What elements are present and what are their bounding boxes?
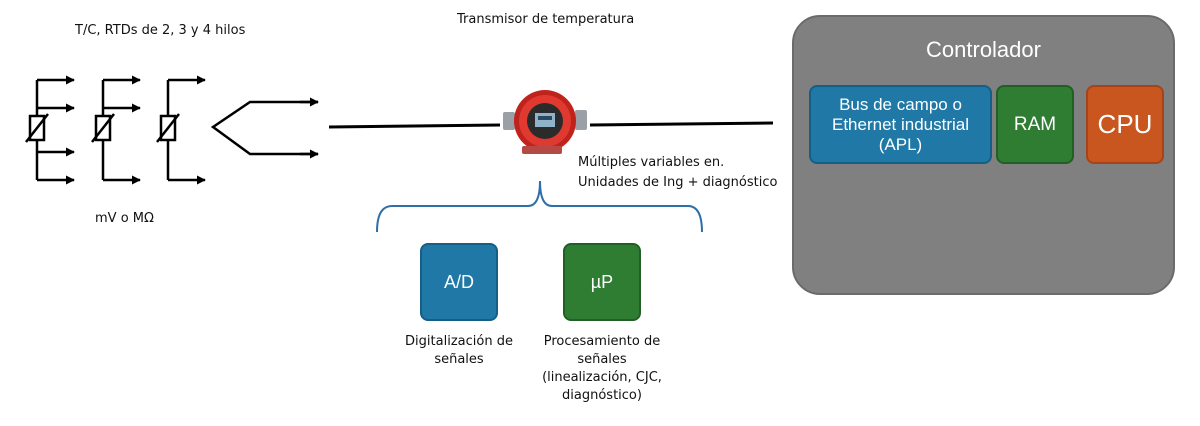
cpu-block-label: CPU xyxy=(1097,109,1153,139)
cpu-block: CPU xyxy=(1086,85,1164,164)
microprocessor-label: µP xyxy=(590,271,614,292)
transmitter-title: Transmisor de temperatura xyxy=(457,12,635,27)
controller-panel: Controlador Bus de campo o Ethernet indu… xyxy=(792,15,1175,295)
fieldbus-block: Bus de campo o Ethernet industrial (APL) xyxy=(809,85,992,164)
microprocessor-block: µP xyxy=(563,243,641,321)
sensor-types-heading: T/C, RTDs de 2, 3 y 4 hilos xyxy=(75,23,246,38)
sensor-to-transmitter-line xyxy=(328,123,501,129)
ram-block-label: RAM xyxy=(1013,113,1057,135)
thermocouple-icon xyxy=(210,97,319,159)
ad-converter-block: A/D xyxy=(420,243,498,321)
rtd-2-wire-icon xyxy=(156,75,206,185)
internals-bracket xyxy=(376,180,703,233)
fieldbus-block-label: Bus de campo o Ethernet industrial (APL) xyxy=(831,94,970,154)
ram-block: RAM xyxy=(996,85,1074,164)
transmitter-output-label: Múltiples variables en. Unidades de Ing … xyxy=(578,155,778,190)
ad-caption: Digitalización de señales xyxy=(405,334,513,367)
transmitter-to-controller-line xyxy=(589,121,774,127)
microprocessor-caption: Procesamiento de señales (linealización,… xyxy=(542,334,662,403)
rtd-3-wire-icon xyxy=(91,75,141,185)
ad-converter-label: A/D xyxy=(443,271,474,292)
sensor-units-label: mV o MΩ xyxy=(95,211,154,226)
controller-title: Controlador xyxy=(926,37,1041,62)
rtd-4-wire-icon xyxy=(25,75,75,185)
temperature-transmitter-icon xyxy=(503,90,587,154)
